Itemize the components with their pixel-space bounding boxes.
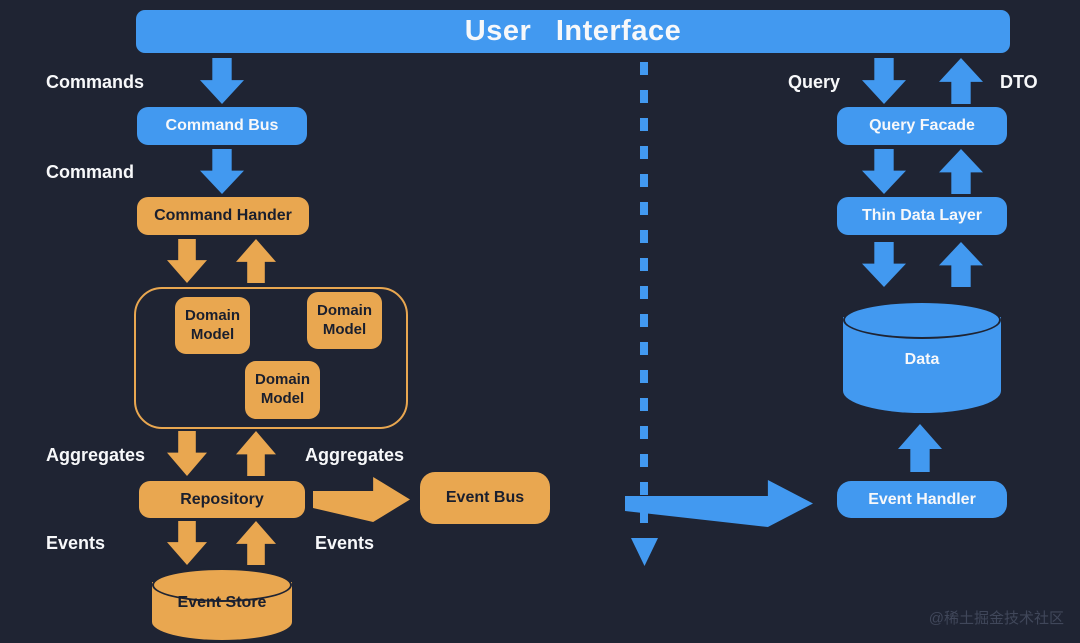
arrow-down-icon [200, 149, 244, 194]
command-handler-node: Command Hander [137, 197, 309, 235]
arrow-down-icon [631, 538, 658, 566]
arrow-up-icon [236, 239, 276, 283]
aggregate-boundary-frame [134, 287, 408, 429]
arrow-up-icon [236, 521, 276, 565]
arrow-down-icon [167, 521, 207, 565]
dashed-separator-line [640, 62, 648, 540]
watermark-text: @稀土掘金技术社区 [928, 610, 1064, 627]
aggregates-label-right: Aggregates [305, 445, 405, 465]
thin-data-layer-node: Thin Data Layer [837, 197, 1007, 235]
cylinder-top [152, 568, 292, 602]
repository-node: Repository [139, 481, 305, 518]
events-label-left: Events [46, 533, 106, 553]
command-label: Command [46, 162, 135, 182]
arrow-down-icon [862, 58, 906, 104]
user-interface-bar: User Interface [136, 10, 1010, 53]
arrow-up-icon [939, 58, 983, 104]
domain-model-node: Domain Model [245, 361, 320, 419]
event-bus-node: Event Bus [420, 472, 550, 524]
arrow-down-icon [862, 149, 906, 194]
event-store-cylinder: Event Store [152, 568, 292, 640]
dto-label: DTO [1000, 72, 1038, 92]
aggregates-label-left: Aggregates [46, 445, 146, 465]
data-store-label: Data [904, 351, 940, 368]
cylinder-top [843, 301, 1001, 339]
domain-model-node: Domain Model [307, 292, 382, 349]
command-bus-node: Command Bus [137, 107, 307, 145]
arrow-up-icon [939, 242, 983, 287]
arrow-up-icon [939, 149, 983, 194]
commands-label: Commands [46, 72, 145, 92]
arrow-down-icon [200, 58, 244, 104]
domain-model-node: Domain Model [175, 297, 250, 354]
arrow-up-icon [898, 424, 942, 472]
data-store-cylinder: Data [843, 301, 1001, 413]
arrow-down-icon [167, 431, 207, 476]
arrow-right-icon [313, 477, 410, 522]
query-label: Query [788, 72, 841, 92]
arrow-up-icon [236, 431, 276, 476]
events-label-right: Events [315, 533, 375, 553]
event-store-label: Event Store [177, 594, 267, 611]
event-handler-node: Event Handler [837, 481, 1007, 518]
query-facade-node: Query Facade [837, 107, 1007, 145]
arrow-right-icon [625, 480, 813, 527]
arrow-down-icon [167, 239, 207, 283]
arrow-down-icon [862, 242, 906, 287]
